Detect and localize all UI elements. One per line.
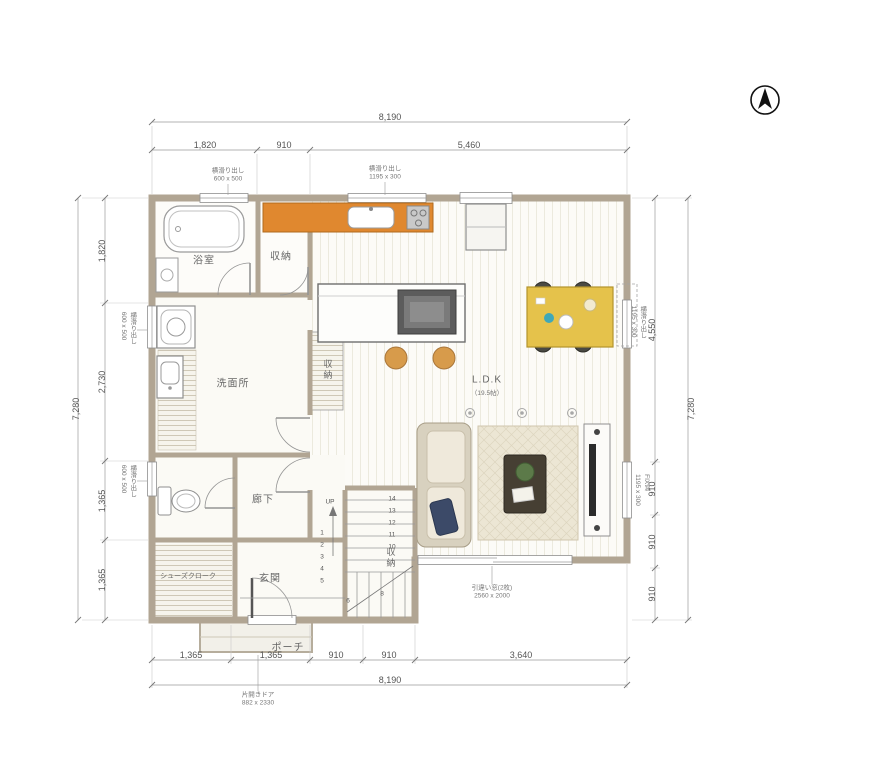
toilet — [157, 486, 201, 516]
tv — [589, 444, 596, 516]
stool — [384, 346, 408, 370]
stairs — [329, 499, 415, 618]
north-arrow — [750, 85, 780, 115]
downlights — [465, 408, 577, 418]
shoe-cloak-hatch — [154, 544, 232, 616]
porch-outline — [199, 621, 313, 653]
hall-door-arc — [275, 457, 311, 493]
extension-lines — [82, 126, 692, 688]
leader-lines — [137, 182, 493, 691]
washing-machine — [156, 305, 196, 349]
kitchen-island — [317, 283, 466, 343]
windows — [147, 192, 632, 565]
kitchen-counter — [262, 202, 434, 233]
entry-door — [247, 577, 297, 625]
washroom-door-arc — [275, 417, 311, 453]
window-bottom-sliding — [417, 555, 573, 565]
tv-board — [583, 423, 611, 537]
plant — [515, 462, 535, 482]
window-niche-dashed — [616, 283, 638, 347]
stair-floor — [345, 488, 415, 620]
bath-door-arc — [217, 262, 251, 296]
vanity-sink — [156, 355, 184, 399]
sofa — [416, 422, 472, 548]
sofa-pillow — [429, 498, 459, 536]
bathtub — [163, 205, 245, 253]
up-arrow-head — [329, 506, 337, 516]
coffee-table — [503, 454, 547, 514]
bath-counter — [155, 257, 179, 293]
stool — [432, 346, 456, 370]
closet-hatch — [311, 331, 344, 411]
refrigerator — [465, 203, 507, 251]
toilet-door-arc — [204, 477, 236, 509]
dimension-ticks — [74, 118, 692, 689]
dining-set — [526, 281, 614, 353]
cooktop — [406, 205, 430, 230]
interior-doors — [204, 262, 311, 509]
